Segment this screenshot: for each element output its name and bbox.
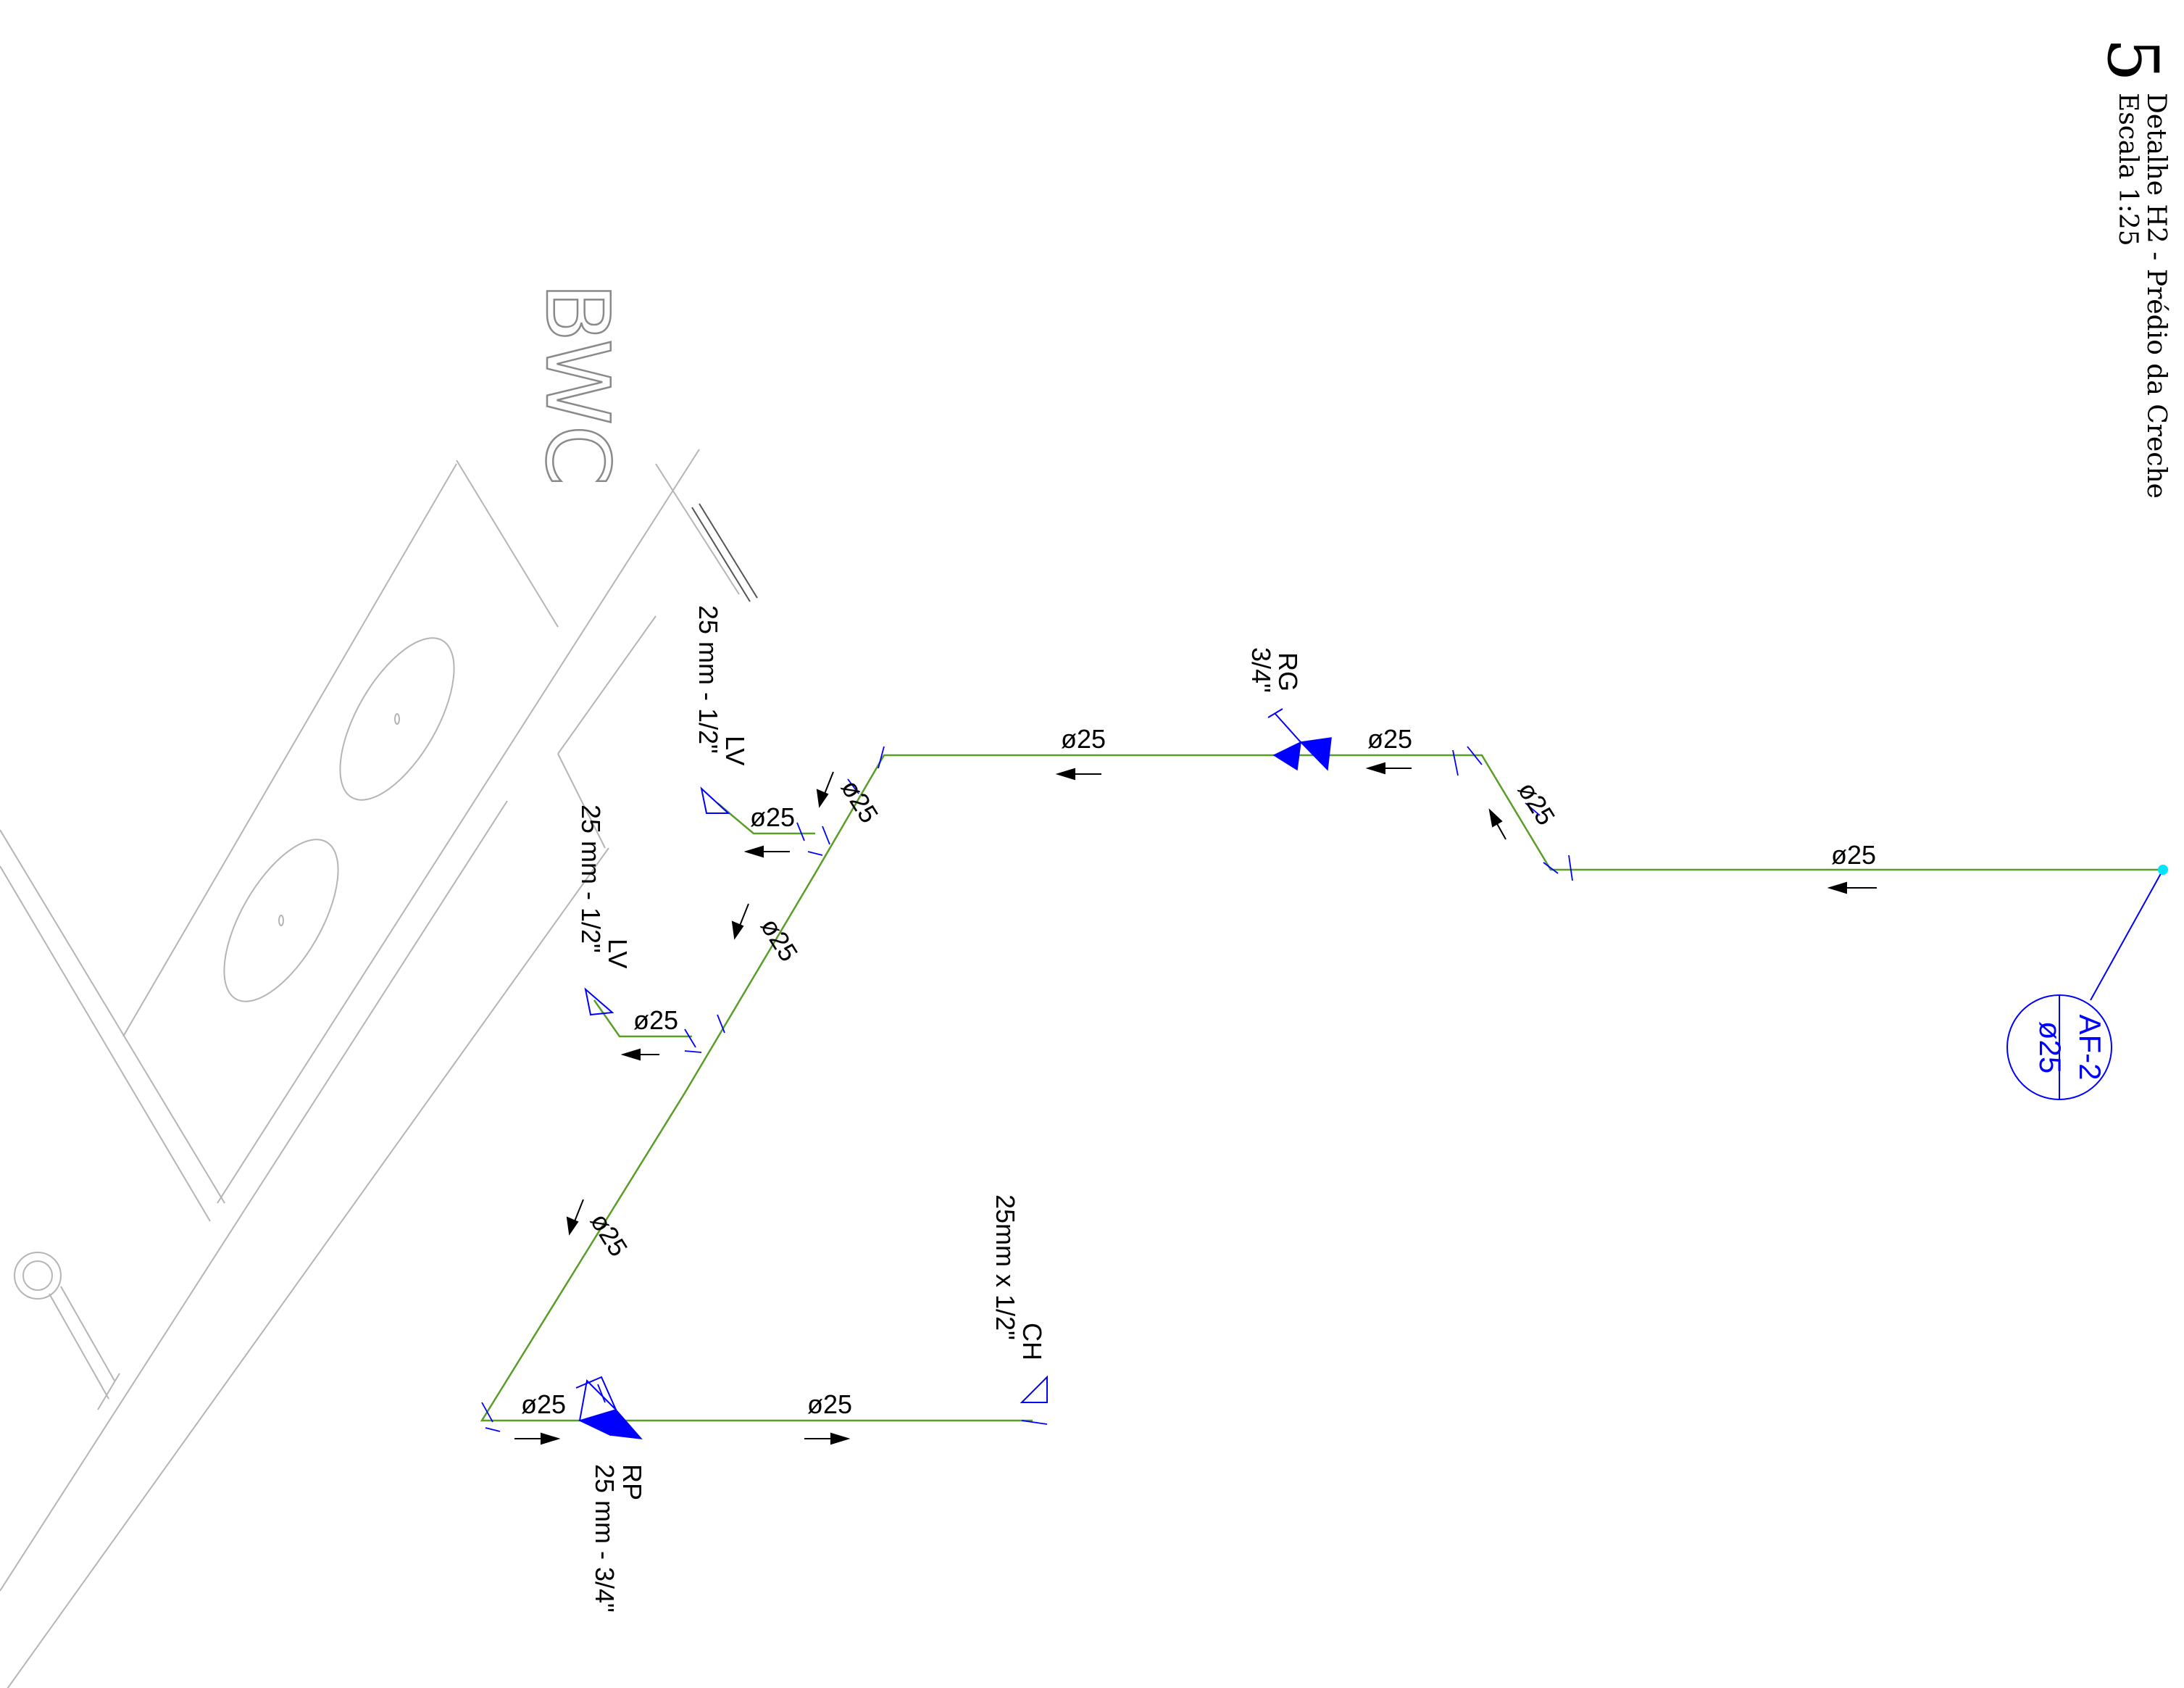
lv1-fixture-size: 25 mm - 1/2" [693,605,723,754]
lv1-branch-pipe [717,802,815,835]
pipe-network [480,754,2163,1422]
tag-line2: ø25 [2033,1021,2067,1073]
rg-valve-name: RG [1273,652,1303,691]
valve-icon [1272,741,1301,771]
main-pipe-run [480,754,2163,1422]
pipe-label: ø25 [750,802,795,832]
flow-arrow [566,1199,584,1236]
pipe-label: ø25 [807,1389,852,1419]
ch-fixture-size: 25mm x 1/2" [991,1194,1020,1340]
rp-valve-size: 25 mm - 3/4" [590,1464,620,1613]
pipe-label: ø25 [633,1005,678,1035]
lv1-fixture-name: LV [720,736,750,765]
rg-valve-size: 3/4" [1246,647,1276,693]
flow-arrow [1055,768,1101,781]
flow-arrow [804,1432,851,1445]
pipe-label: ø25 [755,912,804,966]
detail-title: Detalhe H2 - Prédio da Creche [2141,93,2171,499]
detail-scale: Escala 1:25 [2113,93,2143,246]
lv2-fixture-name: LV [603,939,633,968]
lv2-fixture-size: 25 mm - 1/2" [576,804,606,953]
flow-arrow [514,1432,561,1445]
rp-valve: RP 25 mm - 3/4" [575,1376,647,1613]
flow-arrow [620,1048,659,1061]
room-name: BWC [526,283,627,486]
flow-arrow [1488,808,1506,840]
lv2-fixture: LV 25 mm - 1/2" [576,804,633,1016]
flow-arrow [1827,881,1877,894]
faucet-icon [584,987,614,1016]
pipe-label: ø25 [1512,776,1562,830]
shower-icon [1020,1375,1048,1403]
faucet-icon [700,786,730,814]
lv1-fixture: LV 25 mm - 1/2" [693,605,750,814]
architecture-background [0,449,740,1688]
pipe-label: ø25 [1367,724,1412,754]
rg-valve: RG 3/4" [1246,647,1332,771]
joint-ticks [481,746,1573,1432]
pipe-label: ø25 [521,1389,566,1419]
pipe-diameter-labels: ø25 ø25 ø25 ø25 ø25 ø25 ø25 ø25 ø25 ø25 … [521,724,1876,1419]
flow-arrow [731,903,749,940]
flow-arrows [514,762,1877,1445]
tag-line1: AF-2 [2073,1014,2107,1080]
pipe-label: ø25 [1061,724,1106,754]
ch-fixture-name: CH [1017,1323,1047,1360]
wall-hatch [691,503,758,602]
detail-number: 5 [2092,38,2173,82]
valve-icon [609,1408,643,1439]
pipe-label: ø25 [835,774,885,828]
pipe-label: ø25 [1831,840,1876,870]
flow-arrow [816,771,834,808]
lv2-branch-pipe [593,999,692,1038]
pipe-label: ø25 [585,1207,634,1261]
valve-icon [1299,737,1332,771]
ch-fixture: CH 25mm x 1/2" [991,1194,1048,1403]
flow-arrow [743,845,790,858]
pipe-tag: AF-2 ø25 [2006,865,2168,1100]
title-block: 5 Detalhe H2 - Prédio da Creche Escala 1… [2092,38,2173,499]
flow-arrow [1365,762,1412,775]
rp-valve-name: RP [617,1464,647,1500]
